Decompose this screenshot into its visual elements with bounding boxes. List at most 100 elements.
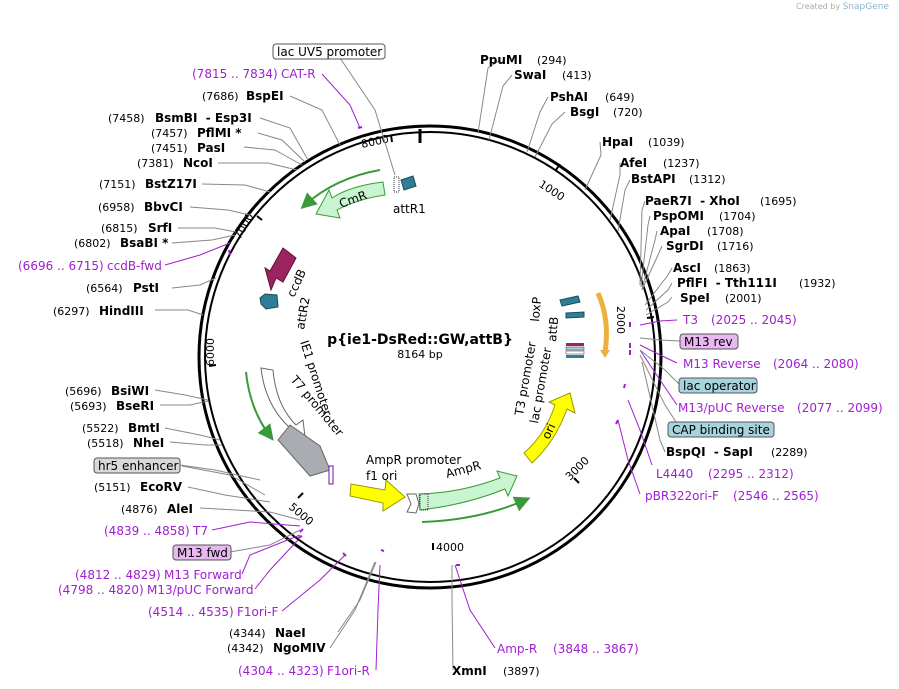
attr2-feature bbox=[259, 293, 279, 310]
site-spei: SpeI bbox=[680, 291, 710, 305]
box-lac-uv5-promoter bbox=[272, 43, 386, 60]
site-apai: ApaI bbox=[660, 224, 690, 238]
site-pspomi-pos: (1704) bbox=[719, 210, 756, 223]
primer-ccdb-fwd-pos: (6696 .. 6715) bbox=[18, 259, 104, 273]
site-swai: SwaI bbox=[514, 68, 546, 82]
tick-label-1000: 1000 bbox=[536, 178, 567, 204]
tick-label-6000: 6000 bbox=[204, 338, 217, 366]
site-alei: AleI bbox=[167, 502, 193, 516]
site-ecorv-pos: (5151) bbox=[94, 481, 131, 494]
orange-arrow-head bbox=[600, 350, 610, 358]
site-bsiwi: BsiWI bbox=[111, 384, 149, 398]
box-cap-binding-site bbox=[667, 421, 775, 438]
tick-label-3000: 3000 bbox=[563, 454, 592, 483]
right-primer-labels: T3 (2025 .. 2045) M13 Reverse (2064 .. 2… bbox=[645, 313, 883, 503]
site-bspqi-sapi-pos: (2289) bbox=[771, 446, 808, 459]
site-afei-pos: (1237) bbox=[663, 157, 700, 170]
right-leader-lines bbox=[477, 59, 673, 453]
box-m13-fwd-label: M13 fwd bbox=[177, 546, 228, 560]
primer-amp-r-pos: (3848 .. 3867) bbox=[553, 642, 639, 656]
loxp-feature bbox=[559, 295, 581, 307]
primer-cat-r-pos: (7815 .. 7834) bbox=[192, 67, 278, 81]
small-feature-stack bbox=[565, 343, 585, 358]
loxp-label: loxP bbox=[528, 296, 544, 322]
backbone-outer bbox=[197, 124, 663, 590]
primer-f1ori-f: F1ori-F bbox=[237, 605, 278, 619]
primer-ccdb-fwd: ccdB-fwd bbox=[107, 259, 162, 273]
site-pasi-pos: (7451) bbox=[151, 142, 188, 155]
backbone-inner bbox=[204, 131, 656, 583]
bottom-right-labels: Amp-R (3848 .. 3867) XmnI (3897) bbox=[452, 642, 639, 678]
site-spei-pos: (2001) bbox=[725, 292, 762, 305]
site-pflmi-pos: (7457) bbox=[151, 127, 188, 140]
box-lac-uv5-promoter-label: lac UV5 promoter bbox=[277, 45, 382, 59]
site-pshai: PshAI bbox=[550, 90, 588, 104]
attb-feature bbox=[565, 311, 585, 319]
attr1-feature bbox=[400, 175, 417, 191]
left-site-labels: (7686) BspEI (7458) BsmBI - Esp3I (7457)… bbox=[53, 89, 326, 655]
credit-text: Created by bbox=[796, 2, 841, 11]
site-bbvci-pos: (6958) bbox=[98, 201, 135, 214]
left-primer-labels: (7815 .. 7834) CAT-R (6696 .. 6715) ccdB… bbox=[18, 67, 370, 678]
t7-feature bbox=[277, 424, 331, 477]
site-ecorv: EcoRV bbox=[140, 480, 183, 494]
primer-t3: T3 bbox=[682, 313, 698, 327]
attr2-label: attR2 bbox=[293, 296, 312, 331]
primer-amp-r: Amp-R bbox=[497, 642, 537, 656]
site-hindiii: HindIII bbox=[99, 304, 144, 318]
primer-l4440: L4440 bbox=[656, 467, 693, 481]
site-pflmi: PflMI * bbox=[197, 126, 242, 140]
primer-pbr322ori-f-pos: (2546 .. 2565) bbox=[733, 489, 819, 503]
cmr-label: CmR bbox=[337, 188, 368, 211]
primer-m13-forward: M13 Forward bbox=[164, 568, 242, 582]
snapgene-brand: SnapGene bbox=[842, 2, 889, 12]
site-pasi: PasI bbox=[197, 141, 225, 155]
ampr-arrow-line bbox=[421, 496, 531, 523]
site-xmni: XmnI bbox=[452, 664, 487, 678]
site-bsabi-pos: (6802) bbox=[74, 237, 111, 250]
t7-mark bbox=[328, 465, 334, 485]
site-psti-pos: (6564) bbox=[86, 282, 123, 295]
site-bspei-pos: (7686) bbox=[202, 90, 239, 103]
box-m13-rev-label: M13 rev bbox=[684, 335, 733, 349]
primer-m13-reverse: M13 Reverse bbox=[683, 357, 761, 371]
site-hpai-pos: (1039) bbox=[648, 136, 685, 149]
site-bsmbi-pos: (7458) bbox=[108, 112, 145, 125]
site-bstz17i: BstZ17I bbox=[145, 177, 197, 191]
primer-t3-pos: (2025 .. 2045) bbox=[711, 313, 797, 327]
tick-5000 bbox=[297, 492, 304, 499]
primer-pbr322ori-f: pBR322ori-F bbox=[645, 489, 719, 503]
site-bsgi: BsgI bbox=[570, 105, 599, 119]
primer-f1ori-f-pos: (4514 .. 4535) bbox=[148, 605, 234, 619]
primer-cat-r: CAT-R bbox=[281, 67, 316, 81]
site-paer7i-xhoi-pos: (1695) bbox=[760, 195, 797, 208]
site-alei-pos: (4876) bbox=[121, 503, 158, 516]
site-bstapi-pos: (1312) bbox=[689, 173, 726, 186]
ampr-hatch bbox=[419, 493, 429, 511]
site-sgrdi-pos: (1716) bbox=[717, 240, 754, 253]
ampr-feature bbox=[418, 470, 518, 511]
tick-2000 bbox=[646, 316, 655, 319]
site-ppumi: PpuMI bbox=[480, 53, 522, 67]
site-bsgi-pos: (720) bbox=[613, 106, 643, 119]
plasmid-name: p{ie1-DsRed::GW,attB} bbox=[327, 332, 513, 348]
site-bsabi: BsaBI * bbox=[120, 236, 169, 250]
site-ngomiv: NgoMIV bbox=[273, 641, 326, 655]
primer-marks bbox=[228, 126, 631, 566]
left-feature-boxes: lac UV5 promoter hr5 enhancer M13 fwd bbox=[93, 43, 386, 561]
site-bbvci: BbvCI bbox=[144, 200, 183, 214]
site-bspei: BspEI bbox=[246, 89, 284, 103]
left-primer-lines bbox=[164, 73, 381, 671]
cmr-arrow-line bbox=[300, 169, 381, 210]
tick-label-4000: 4000 bbox=[436, 541, 464, 554]
site-bseri: BseRI bbox=[116, 399, 154, 413]
tick-7000 bbox=[256, 215, 263, 221]
site-bmti: BmtI bbox=[128, 421, 160, 435]
primer-m13puc-reverse-pos: (2077 .. 2099) bbox=[797, 401, 883, 415]
primer-m13-reverse-pos: (2064 .. 2080) bbox=[773, 357, 859, 371]
tick-3000 bbox=[573, 477, 580, 484]
tick-6000 bbox=[208, 364, 217, 367]
site-pflfi-tth111i-pos: (1932) bbox=[799, 277, 836, 290]
primer-l4440-pos: (2295 .. 2312) bbox=[708, 467, 794, 481]
